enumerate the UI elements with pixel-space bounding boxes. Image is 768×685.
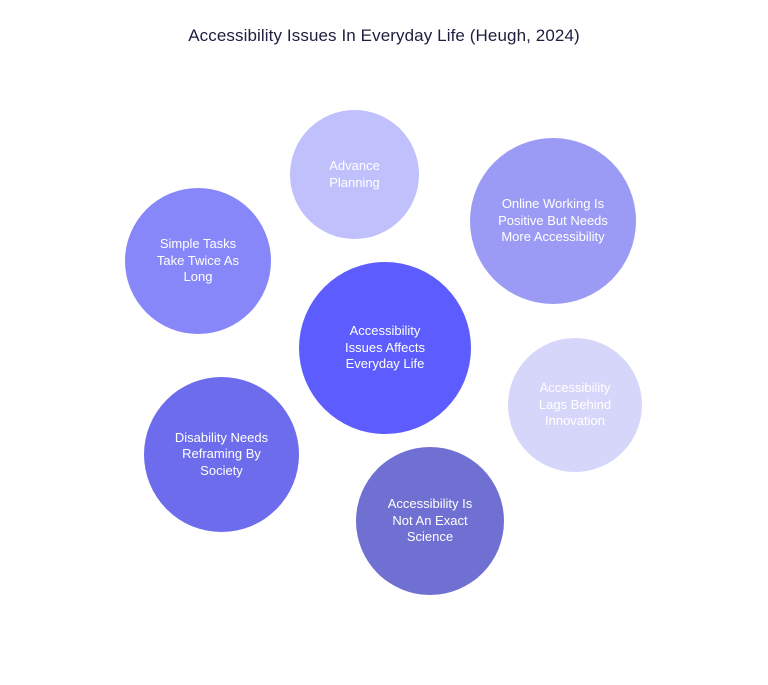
bubble-label: Accessibility Lags Behind Innovation xyxy=(538,380,612,429)
bubble-label: Simple Tasks Take Twice As Long xyxy=(156,236,240,285)
bubble-label: Advance Planning xyxy=(329,158,380,190)
bubble-not-exact-science: Accessibility Is Not An Exact Science xyxy=(356,447,504,595)
bubble-label: Online Working Is Positive But Needs Mor… xyxy=(498,196,608,245)
bubble-lags-behind-innovation: Accessibility Lags Behind Innovation xyxy=(508,338,642,472)
bubble-online-working: Online Working Is Positive But Needs Mor… xyxy=(470,138,636,304)
bubble-label: Disability Needs Reframing By Society xyxy=(174,429,269,478)
bubble-label: Accessibility Is Not An Exact Science xyxy=(387,496,473,545)
bubble-advance-planning: Advance Planning xyxy=(290,110,419,239)
bubble-simple-tasks: Simple Tasks Take Twice As Long xyxy=(125,188,271,334)
bubble-label: Accessibility Issues Affects Everyday Li… xyxy=(345,323,425,372)
bubble-center-topic: Accessibility Issues Affects Everyday Li… xyxy=(299,262,471,434)
bubble-disability-reframing: Disability Needs Reframing By Society xyxy=(144,377,299,532)
diagram-title: Accessibility Issues In Everyday Life (H… xyxy=(188,26,580,45)
